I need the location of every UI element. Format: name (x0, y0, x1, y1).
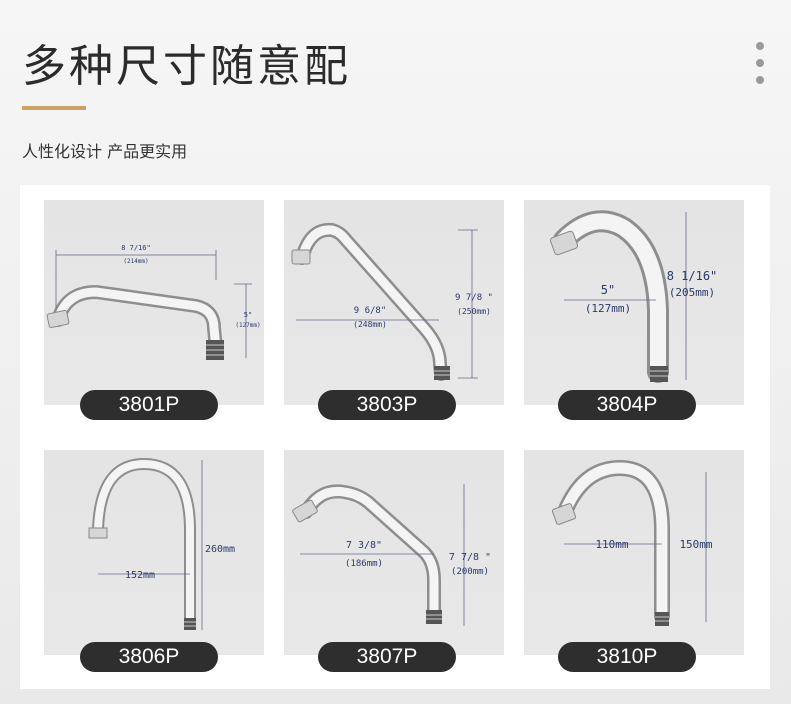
spout-diagram-3810p: 110mm 150mm (551, 459, 713, 626)
dim-label: (248mm) (353, 320, 387, 329)
product-card-3801p[interactable]: 8 7/16" (214mm) 5" (127mm) (44, 200, 264, 405)
spout-diagram-3804p: 5" (127mm) 8 1/16" (205mm) (549, 210, 718, 383)
dim-label: (200mm) (451, 567, 489, 577)
spout-diagram-3807p: 7 3/8" (186mm) 7 7/8 " (200mm) (292, 484, 491, 626)
more-dot (756, 76, 764, 84)
dim-label: 150mm (679, 538, 712, 551)
page-title: 多种尺寸随意配 (22, 41, 351, 92)
product-card-3807p[interactable]: 7 3/8" (186mm) 7 7/8 " (200mm) (284, 450, 504, 655)
dim-label: 5" (244, 311, 252, 319)
model-label-3807p: 3807P (318, 642, 456, 672)
dim-label: 152mm (125, 570, 155, 581)
dim-label: 9 6/8" (354, 306, 387, 316)
dim-label: 110mm (595, 538, 628, 551)
more-dot (756, 42, 764, 50)
product-card-3806p[interactable]: 152mm 260mm (44, 450, 264, 655)
model-label-3801p: 3801P (80, 390, 218, 420)
dim-label: (127mm) (235, 322, 260, 329)
dim-label: 8 7/16" (121, 244, 151, 252)
product-card-3810p[interactable]: 110mm 150mm (524, 450, 744, 655)
page-subtitle: 人性化设计 产品更实用 (22, 142, 188, 161)
dim-label: (186mm) (345, 559, 383, 569)
product-grid: 8 7/16" (214mm) 5" (127mm) 3801P 9 6/8" … (20, 185, 770, 689)
dim-label: (214mm) (123, 258, 148, 265)
product-card-3803p[interactable]: 9 6/8" (248mm) 9 7/8 " (250mm) (284, 200, 504, 405)
dim-label: 7 3/8" (346, 540, 382, 551)
dim-label: 5" (601, 283, 615, 297)
model-label-3810p: 3810P (558, 642, 696, 672)
more-dot (756, 59, 764, 67)
spout-diagram-3803p: 9 6/8" (248mm) 9 7/8 " (250mm) (291, 222, 493, 381)
dim-label: 9 7/8 " (455, 293, 493, 303)
product-card-3804p[interactable]: 5" (127mm) 8 1/16" (205mm) (524, 200, 744, 405)
dim-label: 8 1/16" (667, 269, 718, 283)
dim-label: 7 7/8 " (449, 552, 491, 563)
model-label-3804p: 3804P (558, 390, 696, 420)
dim-label: 260mm (205, 544, 235, 555)
more-icon[interactable] (754, 42, 766, 93)
dim-label: (250mm) (457, 307, 491, 316)
spout-diagram-3806p: 152mm 260mm (88, 457, 235, 630)
dim-label: (127mm) (585, 302, 631, 315)
spout-diagram-3801p: 8 7/16" (214mm) 5" (127mm) (46, 244, 261, 360)
dim-label: (205mm) (669, 286, 715, 299)
accent-divider (22, 106, 86, 110)
model-label-3806p: 3806P (80, 642, 218, 672)
model-label-3803p: 3803P (318, 390, 456, 420)
